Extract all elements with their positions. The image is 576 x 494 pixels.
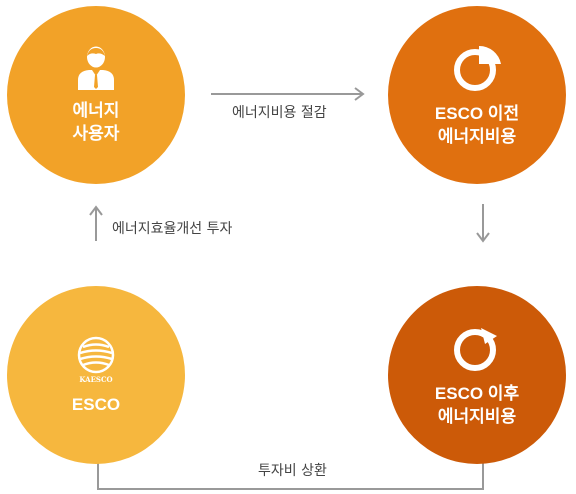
node-cost-before-label: ESCO 이전 에너지비용 bbox=[434, 104, 520, 146]
person-icon bbox=[78, 46, 114, 90]
node-esco: KAESCO ESCO bbox=[7, 286, 185, 464]
node-cost-before: ESCO 이전 에너지비용 bbox=[388, 6, 566, 184]
node-cost-after-label: ESCO 이후 에너지비용 bbox=[434, 384, 520, 426]
node-cost-after: ESCO 이후 에너지비용 bbox=[388, 286, 566, 464]
arrow-esco-to-user bbox=[89, 205, 103, 241]
node-esco-label: ESCO bbox=[71, 394, 121, 414]
arrow-before-to-after bbox=[476, 204, 490, 243]
node-energy-user: 에너지 사용자 bbox=[7, 6, 185, 184]
node-energy-user-label: 에너지 사용자 bbox=[72, 101, 120, 143]
pie-chart-small-icon bbox=[454, 328, 497, 371]
edge-label-efficiency-investment: 에너지효율개선 투자 bbox=[112, 221, 233, 237]
kaesco-logo: KAESCO bbox=[77, 336, 115, 384]
kaesco-logo-text: KAESCO bbox=[79, 375, 112, 384]
pie-chart-icon bbox=[454, 45, 501, 91]
arrow-user-to-before bbox=[211, 87, 365, 101]
edge-label-cost-saving: 에너지비용 절감 bbox=[232, 105, 327, 121]
edge-label-investment-repayment: 투자비 상환 bbox=[258, 463, 327, 479]
